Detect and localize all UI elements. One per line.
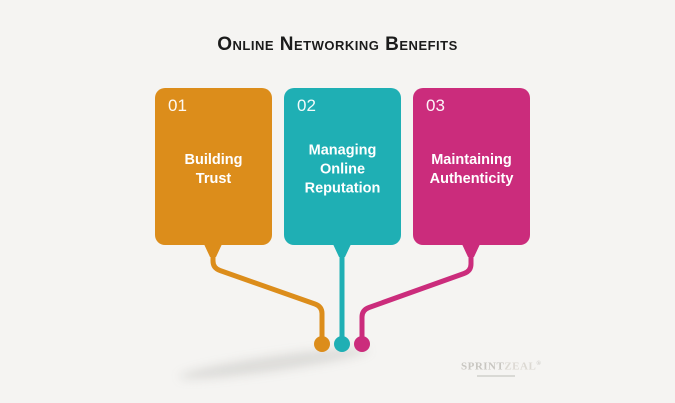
page-title: Online Networking Benefits [217, 34, 458, 55]
benefit-card-2: 02 Managing Online Reputation [284, 88, 401, 245]
card-number: 02 [297, 96, 316, 115]
card-1-connector [210, 245, 325, 339]
watermark-tagline-line [477, 374, 515, 377]
card-2-dot [334, 336, 350, 352]
card-number: 03 [426, 96, 445, 115]
benefit-cards-row: 01 Building Trust 02 Managing Online Rep… [155, 88, 530, 245]
card-number: 01 [168, 96, 187, 115]
card-label: Maintaining Authenticity [429, 151, 514, 187]
card-label: Managing Online Reputation [304, 142, 381, 197]
card-label: Building Trust [184, 151, 243, 187]
benefit-card-3: 03 Maintaining Authenticity [413, 88, 530, 245]
watermark-brand-secondary: ZEAL [504, 360, 537, 373]
registered-trademark-icon: ® [536, 361, 542, 367]
watermark-brand-primary: SPRINT [461, 360, 505, 373]
card-3-connector [359, 245, 474, 339]
benefit-card-1: 01 Building Trust [155, 88, 272, 245]
card-3-dot [354, 336, 370, 352]
card-1-dot [314, 336, 330, 352]
watermark-logo: SPRINTZEAL® [461, 359, 541, 377]
